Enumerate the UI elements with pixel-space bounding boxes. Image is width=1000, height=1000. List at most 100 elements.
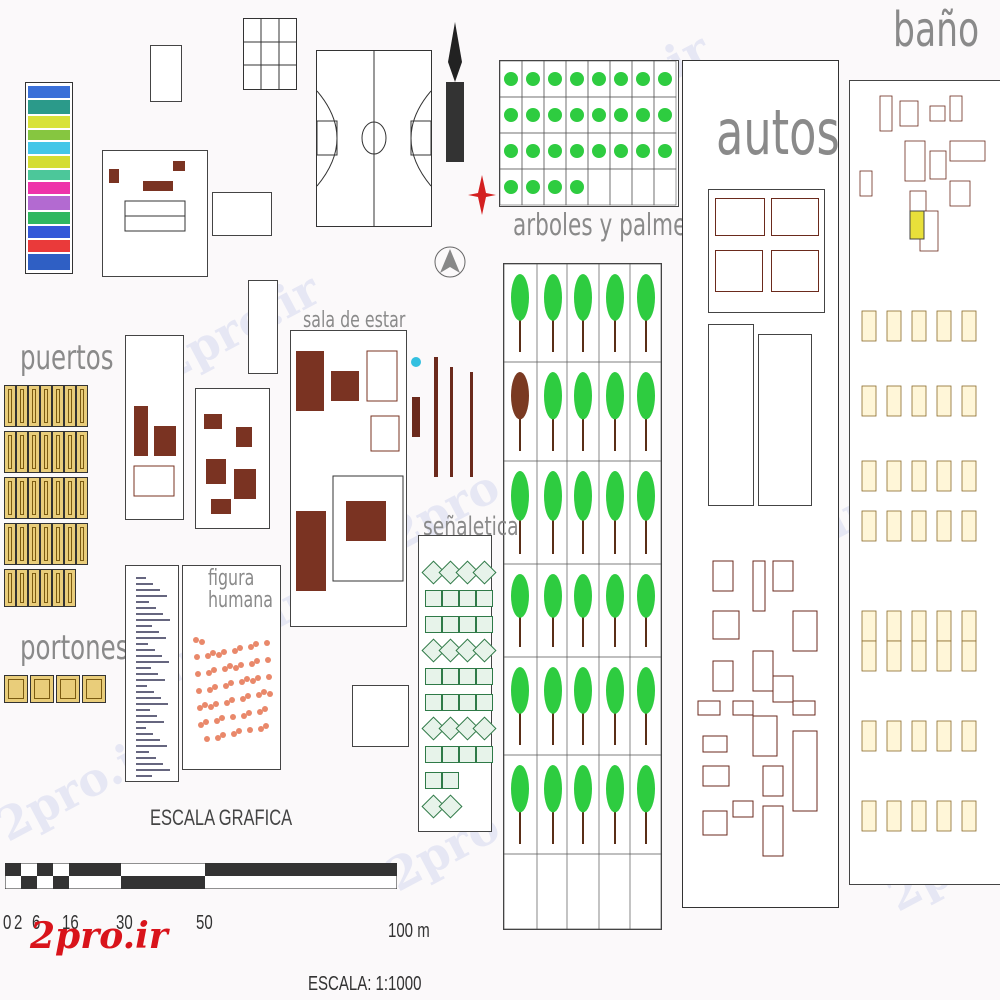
bathroom-fixture-icon xyxy=(911,610,927,642)
bathroom-fixture-icon xyxy=(911,800,927,832)
section-title-bano: baño xyxy=(893,2,980,58)
bano-sheet xyxy=(849,80,1000,885)
tree-plan-icon xyxy=(570,180,584,194)
tree-elevation-icon xyxy=(574,274,592,321)
tree-plan-icon xyxy=(504,72,518,86)
bathroom-fixture-icon xyxy=(961,610,977,642)
sign-icon xyxy=(442,590,459,607)
tree-plan-icon xyxy=(658,72,672,86)
car-icon xyxy=(752,650,774,692)
sign-icon xyxy=(476,616,493,633)
tree-plan-icon xyxy=(548,72,562,86)
bathroom-fixture-icon xyxy=(929,150,947,180)
bathroom-fixture-icon xyxy=(886,610,902,642)
door-icon xyxy=(16,385,28,427)
car-icon xyxy=(792,610,818,652)
bathroom-fixture-icon xyxy=(859,170,873,197)
door-icon xyxy=(4,523,16,565)
sign-icon xyxy=(438,794,463,819)
car-icon xyxy=(772,675,794,703)
section-title-puertos: puertos xyxy=(20,338,114,378)
scale-bar xyxy=(4,862,398,890)
bathroom-fixture-icon xyxy=(961,385,977,417)
car-icon xyxy=(762,765,784,797)
door-icon xyxy=(52,569,64,607)
car-icon xyxy=(732,700,754,716)
car-icon xyxy=(697,700,721,716)
scale-tick-0: 0 xyxy=(3,912,12,934)
bathroom-fixture-icon xyxy=(861,800,877,832)
bathroom-fixture-icon xyxy=(936,385,952,417)
sign-icon xyxy=(459,668,476,685)
bathroom-fixture-icon xyxy=(861,610,877,642)
tree-plan-icon xyxy=(526,180,540,194)
tree-elevation-icon xyxy=(511,765,529,813)
tree-elevation-icon xyxy=(544,765,562,813)
sign-icon xyxy=(425,694,442,711)
door-icon xyxy=(28,385,40,427)
bathroom-fixture-icon xyxy=(949,180,971,207)
tree-plan-icon xyxy=(592,108,606,122)
tree-elevation-icon xyxy=(511,574,529,618)
tree-elevation-icon xyxy=(606,274,624,321)
car-icon xyxy=(702,735,728,753)
sign-icon xyxy=(442,772,459,789)
door-icon xyxy=(40,477,52,519)
car-icon xyxy=(772,560,794,592)
basketball-court xyxy=(316,50,432,227)
tree-plan-icon xyxy=(592,144,606,158)
sign-icon xyxy=(442,616,459,633)
kitchen-plan xyxy=(102,150,208,277)
door-icon xyxy=(16,569,28,607)
tree-elevation-icon xyxy=(511,471,529,521)
north-sign-icon xyxy=(434,246,466,278)
door-icon xyxy=(4,385,16,427)
section-title-sala: sala de estar xyxy=(303,308,406,333)
car-icon xyxy=(712,610,740,640)
door-icon xyxy=(16,523,28,565)
north-arrow-icon xyxy=(446,22,464,162)
sign-icon xyxy=(442,694,459,711)
bathroom-fixture-icon xyxy=(886,640,902,672)
sign-icon xyxy=(425,746,442,763)
bedroom-sheet xyxy=(125,335,184,520)
toilet-plans xyxy=(352,685,409,747)
bathroom-fixture-icon xyxy=(936,460,952,492)
bathroom-fixture-icon xyxy=(911,385,927,417)
door-icon xyxy=(4,431,16,473)
tree-plan-icon xyxy=(504,108,518,122)
bathroom-fixture-icon xyxy=(936,310,952,342)
door-icon xyxy=(28,569,40,607)
bathroom-fixture-icon xyxy=(879,95,893,132)
tree-elevation-icon xyxy=(511,372,529,420)
door-icon xyxy=(4,569,16,607)
human-figures-sheet: figura humana xyxy=(182,565,281,770)
door-icon xyxy=(64,523,76,565)
scale-tick-6: 6 xyxy=(32,912,41,934)
tree-elevation-icon xyxy=(511,667,529,714)
door-icon xyxy=(76,385,88,427)
bathroom-fixture-icon xyxy=(911,510,927,542)
tree-plan-icon xyxy=(526,108,540,122)
tree-plan-icon xyxy=(658,144,672,158)
tree-elevation-icon xyxy=(544,574,562,618)
tree-plan-icon xyxy=(548,144,562,158)
bathroom-fixture-icon xyxy=(961,800,977,832)
bathroom-fixture-icon xyxy=(886,460,902,492)
tree-plan-icon xyxy=(548,180,562,194)
tree-plan-icon xyxy=(614,72,628,86)
sign-icon xyxy=(472,716,497,741)
car-icon xyxy=(752,560,766,612)
car-icon xyxy=(712,660,734,692)
bathroom-fixture-icon xyxy=(929,105,946,122)
bus-group xyxy=(708,189,825,313)
bus-plan-group xyxy=(708,324,754,506)
bathroom-fixture-icon xyxy=(861,640,877,672)
site-logo: 2pro.ir xyxy=(30,915,168,957)
bathroom-fixture-icon xyxy=(961,720,977,752)
tree-elevation-icon xyxy=(544,471,562,521)
tree-plan-icon xyxy=(526,72,540,86)
tree-elevation-icon xyxy=(637,667,655,714)
car-icon xyxy=(732,800,754,818)
car-icon xyxy=(752,715,778,757)
